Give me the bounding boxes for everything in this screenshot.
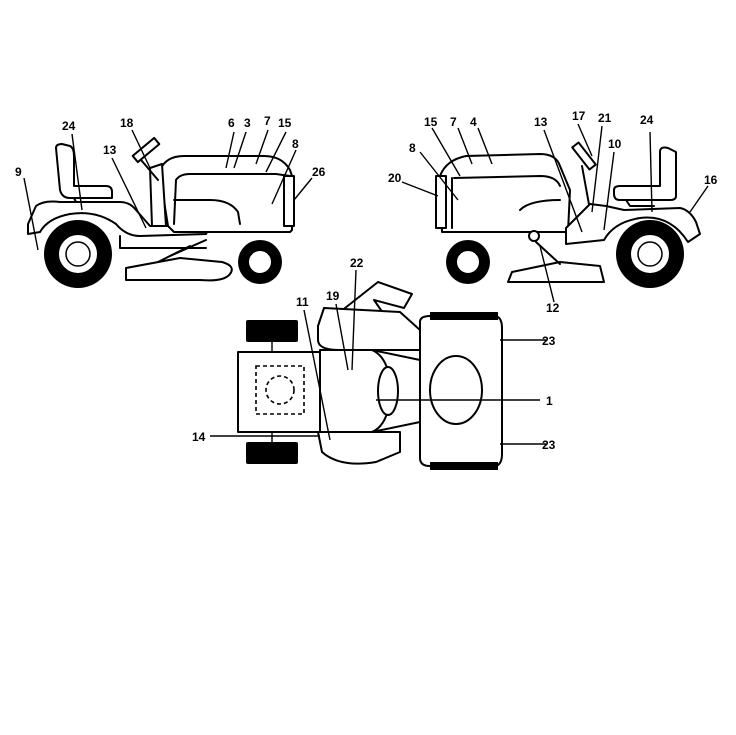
callout-12: 12 (546, 301, 560, 315)
callout-7: 7 (450, 115, 457, 129)
callout-4: 4 (470, 115, 477, 129)
callout-13: 13 (534, 115, 548, 129)
callout-7: 7 (264, 114, 271, 128)
callout-21: 21 (598, 111, 612, 125)
callout-10: 10 (608, 137, 622, 151)
callout-23-lower: 23 (542, 438, 556, 452)
callout-labels: 9 24 18 13 6 3 7 15 8 26 20 8 15 7 4 13 … (15, 109, 718, 452)
callout-8: 8 (409, 141, 416, 155)
tractor-left-side-view (27, 136, 295, 288)
callout-6: 6 (228, 116, 235, 130)
callout-1: 1 (546, 394, 553, 408)
callout-20: 20 (388, 171, 402, 185)
callout-16: 16 (704, 173, 718, 187)
tractor-right-side-view (435, 141, 701, 288)
callout-19: 19 (326, 289, 340, 303)
callout-17: 17 (572, 109, 586, 123)
callout-8: 8 (292, 137, 299, 151)
callout-15: 15 (278, 116, 292, 130)
callout-15: 15 (424, 115, 438, 129)
callout-24: 24 (62, 119, 76, 133)
callout-24: 24 (640, 113, 654, 127)
callout-26: 26 (312, 165, 326, 179)
tractor-top-view (237, 281, 503, 470)
callout-18: 18 (120, 116, 134, 130)
callout-11: 11 (296, 295, 309, 309)
callout-14: 14 (192, 430, 206, 444)
callout-22: 22 (350, 256, 364, 270)
callout-13: 13 (103, 143, 117, 157)
callout-9: 9 (15, 165, 22, 179)
callout-23-upper: 23 (542, 334, 556, 348)
callout-3: 3 (244, 116, 251, 130)
leader-lines (23, 123, 709, 445)
